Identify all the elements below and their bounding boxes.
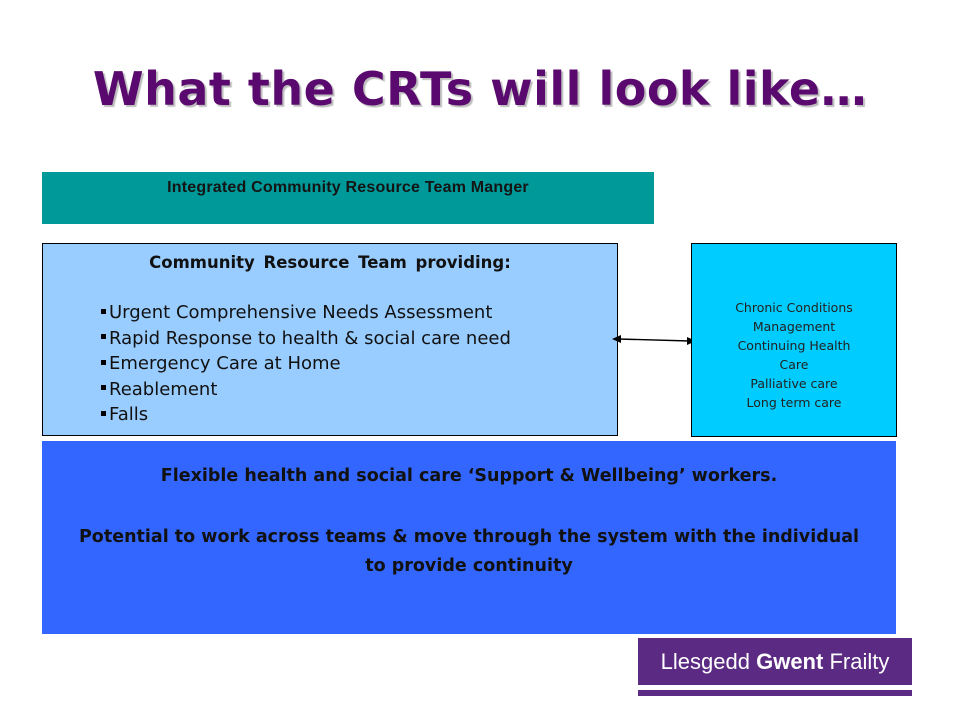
list-item-text: Urgent Comprehensive Needs Assessment [109,302,493,323]
llesgedd-gwent-frailty-logo: Llesgedd Gwent Frailty [638,638,912,698]
square-bullet-icon [101,359,106,365]
square-bullet-icon [101,308,106,314]
workers-description: Potential to work across teams & move th… [78,527,859,576]
double-arrow-icon [612,335,696,345]
list-item: Reablement [101,377,511,403]
list-item-text: Rapid Response to health & social care n… [109,327,511,349]
chronic-conditions-text: Chronic Conditions Management Continuing… [692,298,896,412]
chronic-line: Chronic Conditions [735,300,853,315]
chronic-line: Long term care [746,395,842,410]
logo-word-1: Llesgedd [660,649,750,674]
list-item-text: Falls [109,404,149,425]
logo-word-3: Frailty [829,649,890,674]
list-item: Urgent Comprehensive Needs Assessment [101,300,511,326]
crt-services-list: Urgent Comprehensive Needs Assessment Ra… [101,300,511,428]
square-bullet-icon [101,410,106,416]
chronic-line: Management [752,319,836,334]
chronic-line: Palliative care [750,376,838,391]
team-manager-label: Integrated Community Resource Team Mange… [167,179,529,196]
list-item-text: Reablement [109,378,218,400]
support-wellbeing-workers-box: Flexible health and social care ‘Support… [42,441,896,634]
list-item: Falls [101,402,511,428]
list-item-text: Emergency Care at Home [109,353,341,374]
logo-word-2: Gwent [756,649,824,674]
square-bullet-icon [101,385,106,390]
team-manager-box: Integrated Community Resource Team Mange… [42,172,654,224]
workers-heading: Flexible health and social care ‘Support… [160,466,778,486]
slide-title: What the CRTs will look like… [92,62,868,116]
logo-band: Llesgedd Gwent Frailty [638,638,912,685]
chronic-line: Continuing Health [737,338,851,353]
chronic-line: Care [779,357,809,372]
logo-underline [638,690,912,696]
crt-heading: Community Resource Team providing: [149,253,511,272]
list-item: Rapid Response to health & social care n… [101,326,511,352]
community-resource-team-box: Community Resource Team providing: Urgen… [42,243,618,436]
chronic-conditions-box: Chronic Conditions Management Continuing… [691,243,897,437]
list-item: Emergency Care at Home [101,351,511,377]
square-bullet-icon [101,334,106,339]
